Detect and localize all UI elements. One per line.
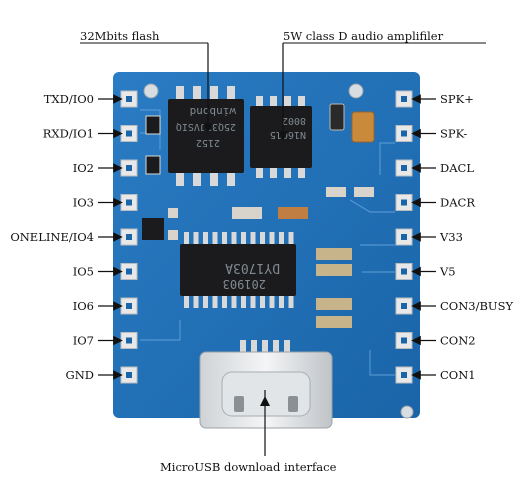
right-pin-label: CON3/BUSY (440, 299, 514, 313)
right-pin-label: CON1 (440, 368, 476, 382)
right-pin-label: DACR (440, 196, 475, 210)
usb-annotation: MicroUSB download interface (160, 390, 337, 474)
left-pin-pad (120, 159, 138, 177)
right-pin-label: SPK+ (440, 92, 474, 106)
flash-annotation-label: 32Mbits flash (80, 29, 160, 43)
right-pin-pad (395, 228, 413, 246)
right-pin-label: V5 (439, 265, 456, 279)
left-pin-label: IO5 (73, 265, 94, 279)
decoder-chip: DY1703A 201903 (180, 232, 296, 308)
left-pin-label: ONELINE/IO4 (10, 230, 94, 244)
right-pin-pad (395, 366, 413, 384)
left-pin-label: RXD/IO1 (43, 127, 94, 141)
flash-chip: winbond 25Q32JVSIQ 2152 (168, 86, 244, 186)
right-pin-pad (395, 90, 413, 108)
left-pin-label: GND (66, 368, 94, 382)
pcb-traces (140, 109, 395, 376)
amplifier-chip: 8002 N16015 (250, 96, 312, 178)
flash-chip-marking: 2152 (196, 137, 220, 148)
right-pin-label: SPK- (440, 127, 467, 141)
left-pin-label: TXD/IO0 (44, 92, 94, 106)
right-pin-pad (395, 125, 413, 142)
mounting-hole (143, 83, 159, 99)
microusb-connector (199, 340, 333, 429)
left-pin-label: IO2 (73, 161, 94, 175)
left-pin-pad (120, 125, 138, 142)
amplifier-annotation-label: 5W class D audio amplifiler (283, 29, 444, 43)
amplifier-chip-marking: 8002 (282, 115, 306, 126)
right-pin-pad (395, 297, 413, 315)
left-pin-pad (120, 366, 138, 384)
right-pin-label: DACL (440, 161, 474, 175)
left-pin-pad (120, 228, 138, 246)
left-pin-label: IO7 (73, 334, 94, 348)
right-pin-pad (395, 194, 413, 211)
amplifier-chip-marking: N16015 (270, 129, 306, 140)
left-pin-pad (120, 263, 138, 280)
left-pin-pad (120, 332, 138, 349)
usb-annotation-label: MicroUSB download interface (160, 460, 337, 474)
mounting-hole (400, 405, 414, 419)
flash-chip-marking: 25Q32JVSIQ (176, 121, 236, 132)
left-pin-pad (120, 194, 138, 211)
decoder-chip-marking: DY1703A (225, 260, 280, 275)
right-pin-pad (395, 159, 413, 177)
left-pin-pad (120, 297, 138, 315)
amplifier-annotation: 5W class D audio amplifiler (278, 29, 486, 141)
mounting-hole (348, 83, 364, 99)
decoder-chip-marking: 201903 (223, 277, 266, 291)
left-pin-label: IO3 (73, 196, 94, 210)
flash-annotation: 32Mbits flash (80, 29, 213, 133)
flash-chip-marking: winbond (190, 105, 236, 118)
right-pin-pad (395, 263, 413, 280)
right-pin-label: CON2 (440, 334, 476, 348)
right-pin-label: V33 (439, 230, 463, 244)
left-pin-label: IO6 (73, 299, 94, 313)
passive-components (142, 103, 375, 328)
right-pin-pad (395, 332, 413, 349)
left-pin-pad (120, 90, 138, 108)
